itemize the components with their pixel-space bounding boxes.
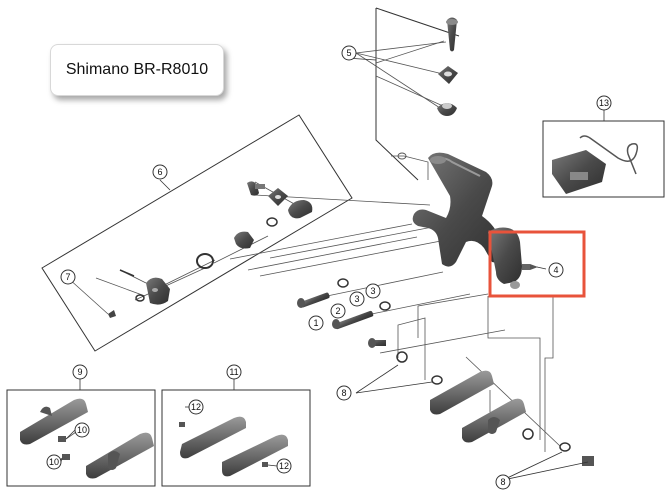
callout-8a: 8 — [336, 385, 352, 401]
group-6-parts — [108, 181, 313, 318]
callout-number: 8 — [500, 477, 505, 487]
callout-number: 8 — [341, 388, 346, 398]
callout-number: 2 — [335, 306, 340, 316]
callout-3b: 3 — [365, 283, 381, 299]
callout-number: 11 — [229, 367, 238, 377]
callout-number: 4 — [553, 265, 558, 275]
group-13-spring — [552, 135, 639, 194]
group-5-bracket — [375, 8, 419, 181]
callout-number: 5 — [346, 48, 351, 58]
callout-8b: 8 — [495, 474, 511, 490]
callout-number: 7 — [65, 272, 70, 282]
callout-1: 1 — [308, 315, 324, 331]
callout-number: 6 — [157, 167, 162, 177]
group-6-box — [41, 114, 353, 352]
callout-number: 1 — [313, 318, 318, 328]
highlight-box — [488, 230, 586, 298]
callout-4: 4 — [548, 262, 564, 278]
callout-number: 12 — [279, 461, 289, 471]
right-pad-upper — [430, 370, 494, 415]
part-2-bolt — [332, 310, 374, 330]
part-3-washer-a — [337, 278, 349, 288]
callout-number: 9 — [77, 367, 82, 377]
callout-number: 13 — [599, 98, 609, 108]
diagram-title: Shimano BR-R8010 — [65, 61, 209, 78]
callout-10a: 10 — [74, 422, 90, 438]
callout-number: 3 — [370, 286, 375, 296]
callout-11: 11 — [226, 364, 242, 380]
callout-number: 3 — [354, 294, 359, 304]
callout-13: 13 — [596, 95, 612, 111]
part-3-washer-b — [379, 301, 391, 311]
part-4-bolt — [522, 264, 538, 270]
callout-3a: 3 — [349, 291, 365, 307]
caliper-arm — [412, 152, 522, 289]
group-11-pads — [179, 416, 288, 477]
callout-12b: 12 — [276, 458, 292, 474]
group-9-pads — [20, 398, 154, 479]
group-9-box — [6, 389, 156, 487]
title-box: Shimano BR-R8010 — [50, 44, 224, 96]
group-13-box — [542, 120, 665, 198]
callout-number: 10 — [77, 425, 87, 435]
part-5-bolt-stack — [397, 17, 458, 160]
callout-9: 9 — [72, 364, 88, 380]
callout-5: 5 — [341, 45, 357, 61]
callout-2: 2 — [330, 303, 346, 319]
callout-number: 12 — [191, 402, 201, 412]
callout-10b: 10 — [46, 454, 62, 470]
group-11-box — [161, 389, 311, 487]
right-pad-lower — [462, 398, 594, 466]
callout-12a: 12 — [188, 399, 204, 415]
part-1-bolt — [297, 292, 330, 308]
callout-6: 6 — [152, 164, 168, 180]
callout-7: 7 — [60, 269, 76, 285]
pad-bolt-upper — [368, 338, 408, 363]
callout-number: 10 — [49, 457, 59, 467]
